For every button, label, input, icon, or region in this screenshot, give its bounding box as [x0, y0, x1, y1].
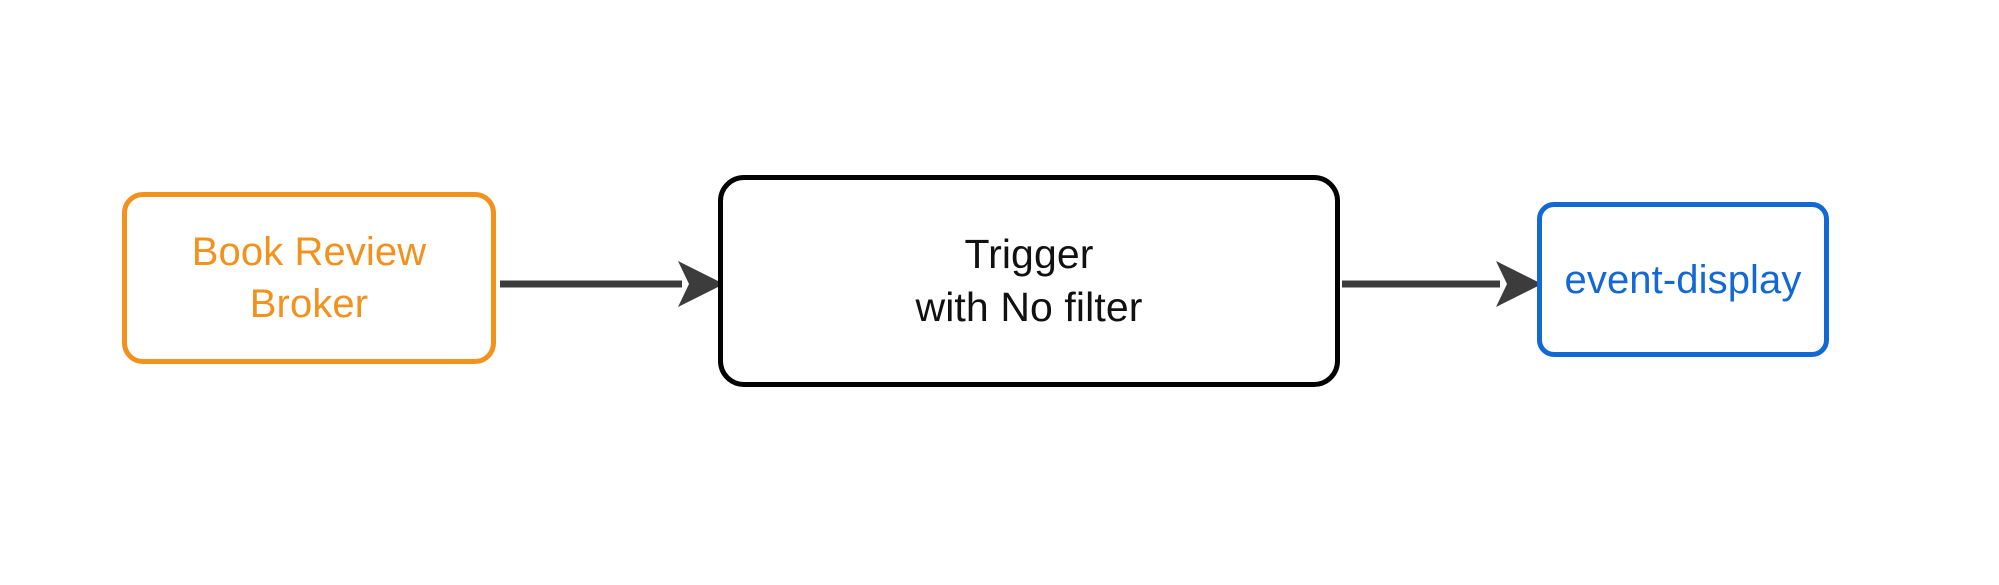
edge-broker-to-trigger: [500, 261, 724, 307]
node-book-review-broker[interactable]: Book Review Broker: [122, 192, 496, 364]
edge-trigger-to-sink: [1342, 261, 1542, 307]
arrowhead-icon: [1496, 261, 1542, 307]
node-broker-label-line-1: Book Review: [191, 230, 427, 274]
node-sink-label: event-display: [1564, 257, 1802, 302]
node-trigger[interactable]: Trigger with No filter: [718, 175, 1340, 387]
node-broker-label-line-2: Broker: [249, 282, 369, 326]
node-trigger-label-line-2: with No filter: [915, 284, 1143, 330]
arrowhead-icon: [678, 261, 724, 307]
node-event-display[interactable]: event-display: [1537, 202, 1829, 357]
node-trigger-label-line-1: Trigger: [964, 230, 1094, 277]
